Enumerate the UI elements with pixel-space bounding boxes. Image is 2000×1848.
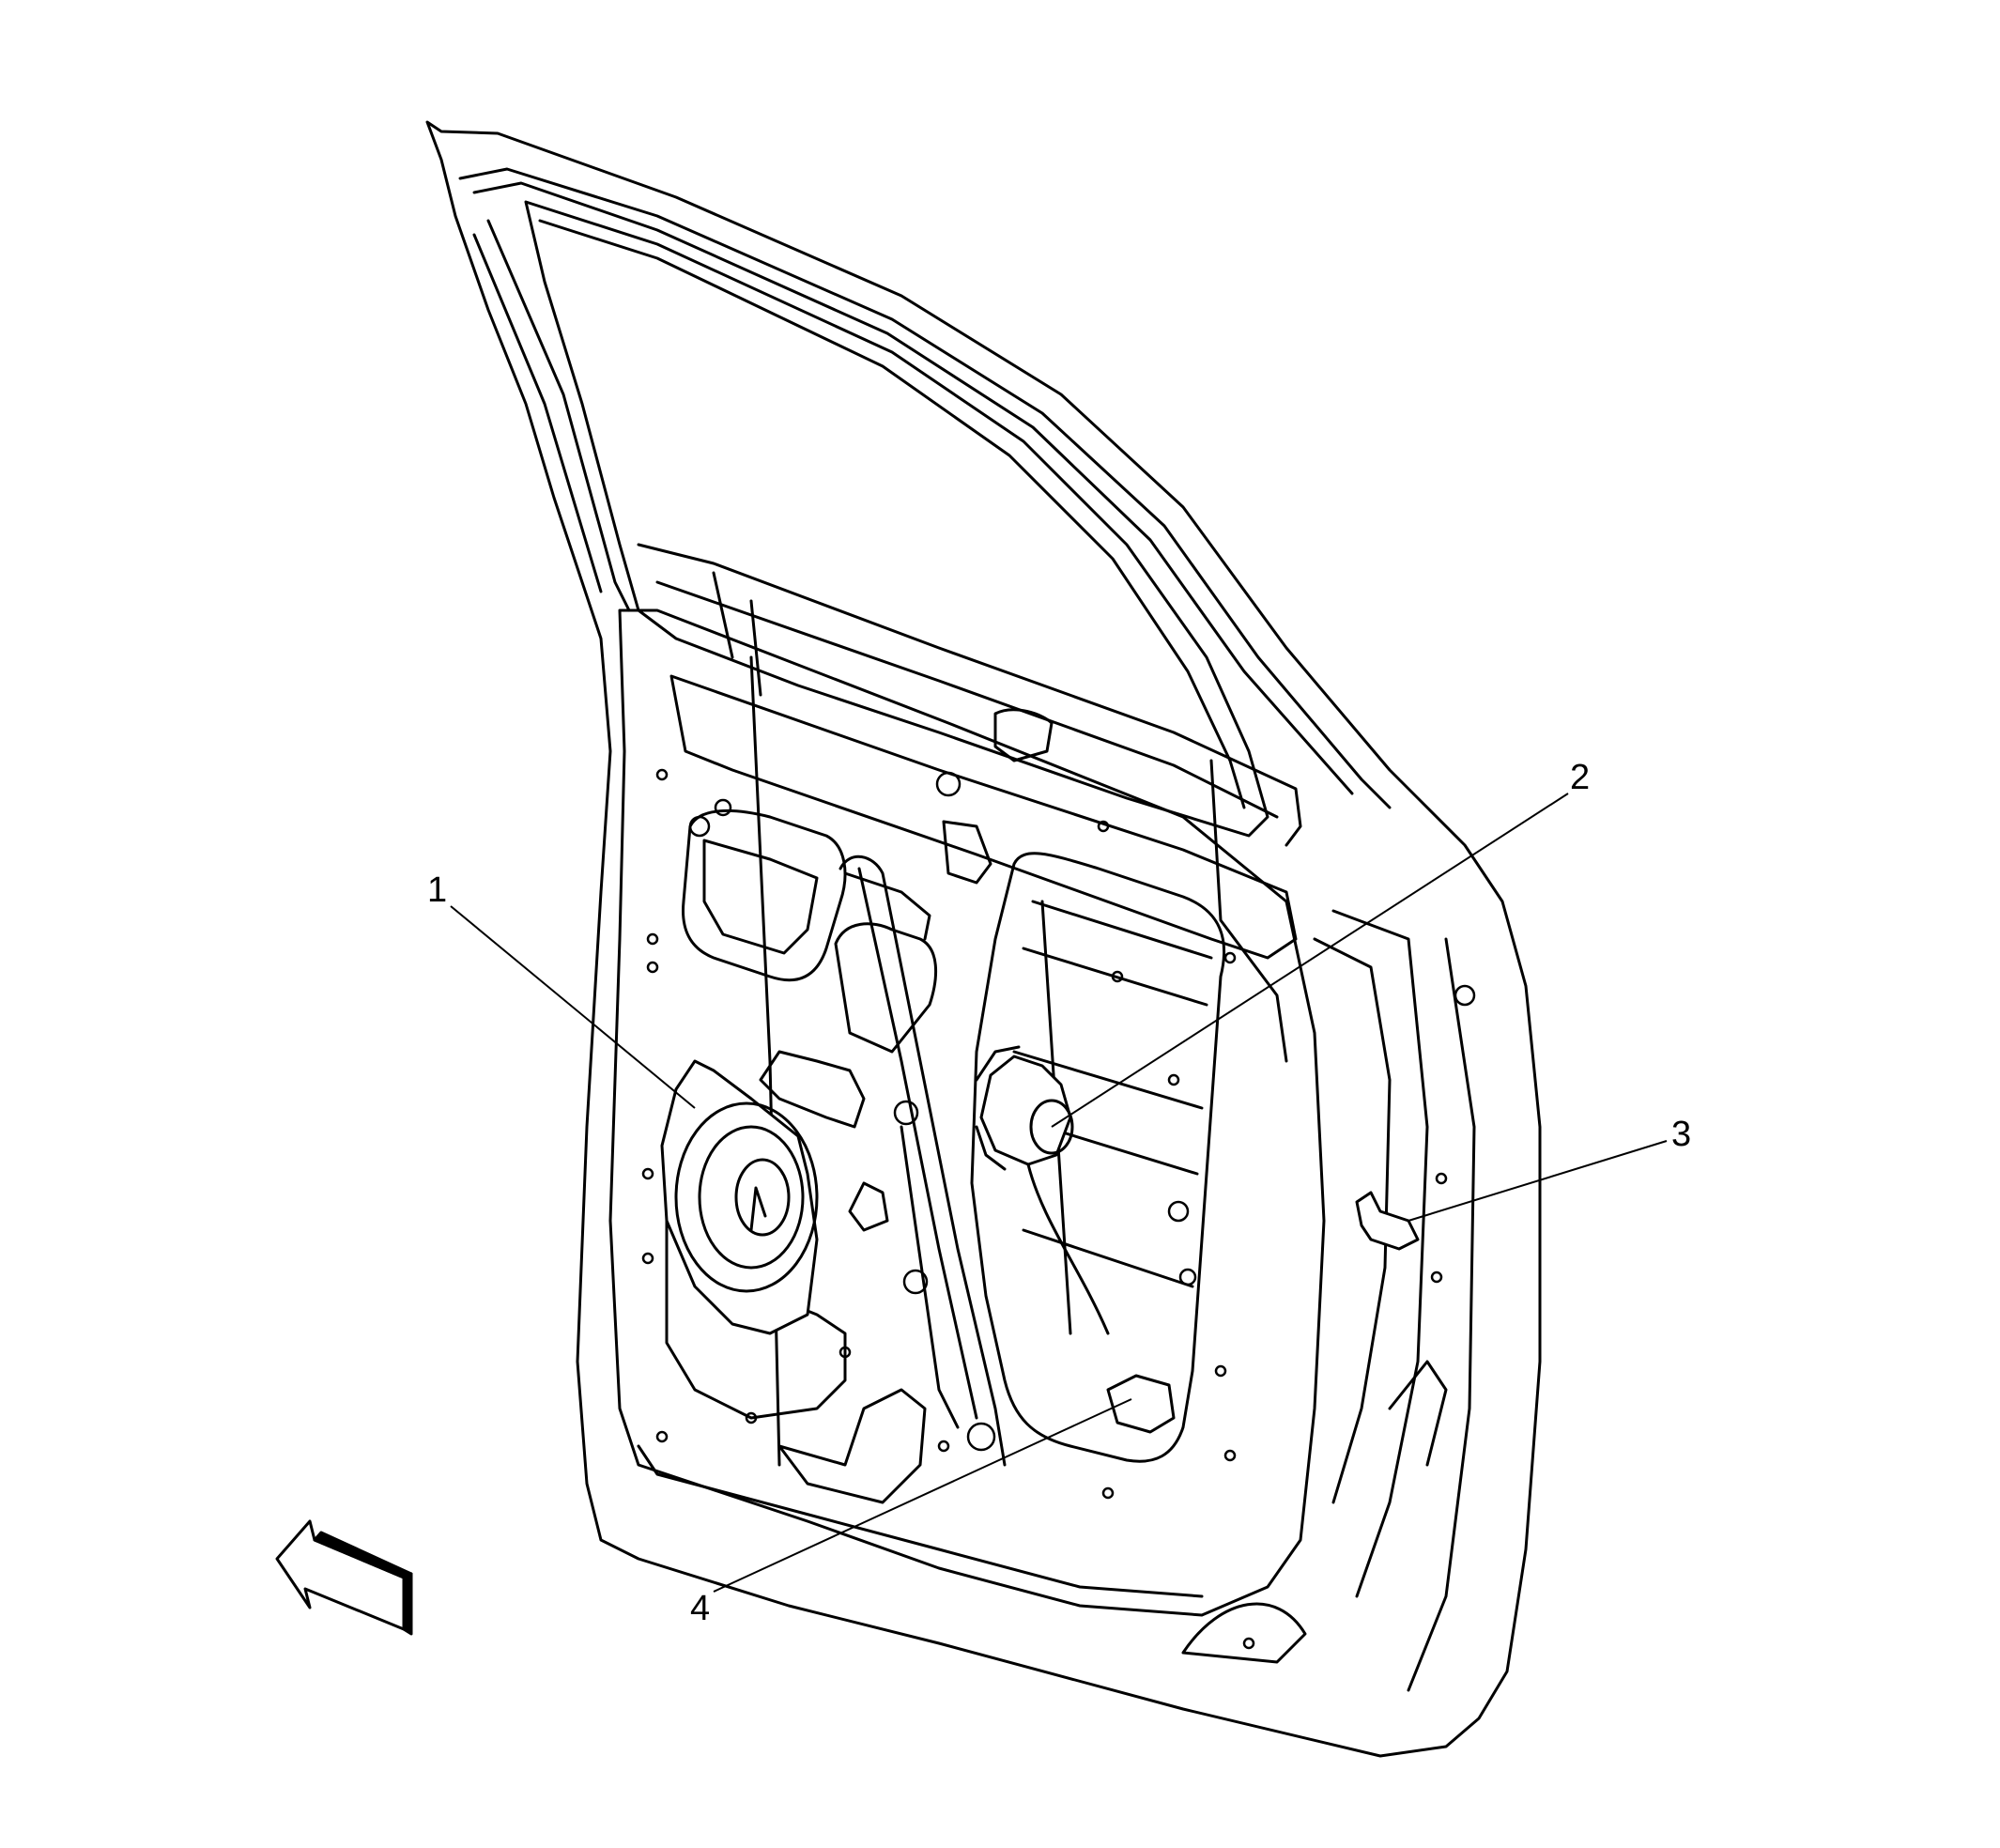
panel-ribs (749, 655, 1476, 1692)
speaker (660, 1059, 819, 1335)
leader-lines (450, 793, 1668, 1593)
latch-bracket (1355, 1191, 1420, 1251)
window-regulator-motor (975, 1045, 1074, 1171)
callout-3: 3 (1671, 1115, 1691, 1154)
leader-line-1 (450, 905, 696, 1109)
window-opening (524, 200, 1269, 838)
door-frame-outline (425, 120, 1542, 1758)
lower-connector (1106, 1374, 1176, 1434)
callout-2: 2 (1570, 758, 1590, 797)
direction-arrow-icon (275, 1519, 413, 1636)
leader-line-3 (1408, 1140, 1668, 1222)
leader-line-2 (1051, 793, 1569, 1128)
callout-1: 1 (427, 870, 447, 910)
wire-harness (1209, 759, 1288, 1063)
leader-line-4 (713, 1398, 1132, 1593)
mounting-holes (641, 768, 1476, 1650)
callout-4: 4 (690, 1589, 710, 1628)
belt-line-rail (637, 543, 1302, 960)
